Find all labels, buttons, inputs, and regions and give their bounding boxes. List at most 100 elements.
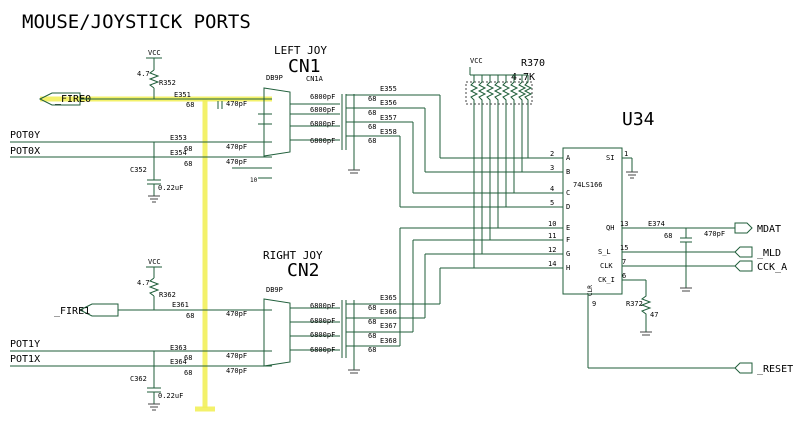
svg-text:68: 68 <box>368 332 376 340</box>
svg-text:68: 68 <box>186 312 194 320</box>
svg-text:E364: E364 <box>170 358 187 366</box>
svg-text:6800pF: 6800pF <box>310 106 335 114</box>
svg-text:3: 3 <box>550 164 554 172</box>
svg-text:470pF: 470pF <box>226 367 247 375</box>
svg-text:68: 68 <box>368 109 376 117</box>
u34-body <box>562 147 623 295</box>
svg-text:4: 4 <box>550 185 554 193</box>
svg-text:E353: E353 <box>170 134 187 142</box>
svg-text:10: 10 <box>548 220 556 228</box>
right-joy-label: RIGHT JOY <box>263 249 323 262</box>
reset-port <box>734 362 753 374</box>
pot1y-label: POT1Y <box>10 339 40 350</box>
svg-text:68: 68 <box>664 232 672 240</box>
svg-text:E357: E357 <box>380 114 397 122</box>
svg-text:CK_I: CK_I <box>598 276 615 284</box>
cn2-connector <box>263 298 291 367</box>
svg-text:QH: QH <box>606 224 614 232</box>
svg-text:E356: E356 <box>380 99 397 107</box>
svg-text:470pF: 470pF <box>704 230 725 238</box>
svg-text:470pF: 470pF <box>226 100 247 108</box>
u34-part: 74LS166 <box>573 181 603 189</box>
svg-text:15: 15 <box>620 244 628 252</box>
mld-label: _MLD <box>757 248 781 259</box>
svg-text:6800pF: 6800pF <box>310 331 335 339</box>
svg-text:68: 68 <box>368 304 376 312</box>
fire0-label: _FIRE0 <box>55 94 91 105</box>
cck-label: CCK_A <box>757 262 787 273</box>
svg-text:SI: SI <box>606 154 614 162</box>
svg-text:68: 68 <box>368 95 376 103</box>
svg-text:G: G <box>566 250 570 258</box>
svg-text:47: 47 <box>650 311 658 319</box>
svg-text:H: H <box>566 264 570 272</box>
svg-text:68: 68 <box>184 160 192 168</box>
cn2-part: DB9P <box>266 286 283 294</box>
svg-text:9: 9 <box>592 300 596 308</box>
svg-text:4.7: 4.7 <box>137 70 150 78</box>
svg-text:14: 14 <box>548 260 556 268</box>
r352-label: R352 <box>159 79 176 87</box>
svg-text:E363: E363 <box>170 344 187 352</box>
r362-label: R362 <box>159 291 176 299</box>
svg-text:E366: E366 <box>380 308 397 316</box>
svg-text:68: 68 <box>368 318 376 326</box>
svg-text:68: 68 <box>184 369 192 377</box>
svg-text:0.22uF: 0.22uF <box>158 184 183 192</box>
svg-text:C: C <box>566 189 570 197</box>
svg-text:470pF: 470pF <box>226 310 247 318</box>
svg-text:10: 10 <box>250 177 258 184</box>
u34-chip: U34 74LS166 2 A 3 B 4 C 5 <box>399 95 735 369</box>
svg-text:68: 68 <box>186 101 194 109</box>
svg-text:68: 68 <box>184 354 192 362</box>
cn1-ref: CN1 <box>288 56 321 77</box>
u34-ref: U34 <box>622 109 655 130</box>
svg-text:CLK: CLK <box>600 262 613 270</box>
svg-text:5: 5 <box>550 199 554 207</box>
svg-text:E351: E351 <box>174 91 191 99</box>
svg-text:470pF: 470pF <box>226 143 247 151</box>
svg-text:6800pF: 6800pF <box>310 93 335 101</box>
svg-text:CLR: CLR <box>587 285 594 296</box>
cn1a-label: CN1A <box>306 75 324 83</box>
pot0x-label: POT0X <box>10 146 40 157</box>
svg-text:E: E <box>566 224 570 232</box>
svg-text:1: 1 <box>624 150 628 158</box>
svg-text:E355: E355 <box>380 85 397 93</box>
output-ports: MDAT _MLD CCK_A _RESET <box>734 222 793 375</box>
svg-text:E358: E358 <box>380 128 397 136</box>
mld-port <box>734 246 753 258</box>
svg-text:E367: E367 <box>380 322 397 330</box>
r372-label: R372 <box>626 300 643 308</box>
fire1-label: _FIRE1 <box>54 306 90 317</box>
u34-left-pins: 2 A 3 B 4 C 5 D 10 E 11 F 12 G 14 H <box>399 95 571 346</box>
svg-text:S_L: S_L <box>598 248 611 256</box>
cn1-connector <box>263 87 291 157</box>
pot1x-label: POT1X <box>10 354 40 365</box>
svg-text:68: 68 <box>184 145 192 153</box>
left-joy-section: LEFT JOY CN1 DB9P CN1A VCC 4.7 R352 _FIR… <box>10 44 440 203</box>
svg-text:6800pF: 6800pF <box>310 317 335 325</box>
diagram-title: MOUSE/JOYSTICK PORTS <box>22 11 251 33</box>
svg-text:4.7: 4.7 <box>137 279 150 287</box>
svg-text:D: D <box>566 203 570 211</box>
svg-text:VCC: VCC <box>470 57 483 65</box>
c352-label: C352 <box>130 166 147 174</box>
svg-text:E374: E374 <box>648 220 665 228</box>
svg-text:E361: E361 <box>172 301 189 309</box>
r370-label: R370 <box>521 58 545 69</box>
svg-text:E365: E365 <box>380 294 397 302</box>
left-joy-label: LEFT JOY <box>274 44 327 57</box>
svg-text:7: 7 <box>622 258 626 266</box>
cn1-part: DB9P <box>266 74 283 82</box>
svg-text:68: 68 <box>368 346 376 354</box>
svg-text:E354: E354 <box>170 149 187 157</box>
vcc-label-1: VCC <box>148 49 161 57</box>
svg-text:4.7K: 4.7K <box>511 72 535 83</box>
svg-text:68: 68 <box>368 123 376 131</box>
svg-text:A: A <box>566 154 571 162</box>
svg-text:13: 13 <box>620 220 628 228</box>
svg-text:6800pF: 6800pF <box>310 346 335 354</box>
svg-text:E368: E368 <box>380 337 397 345</box>
